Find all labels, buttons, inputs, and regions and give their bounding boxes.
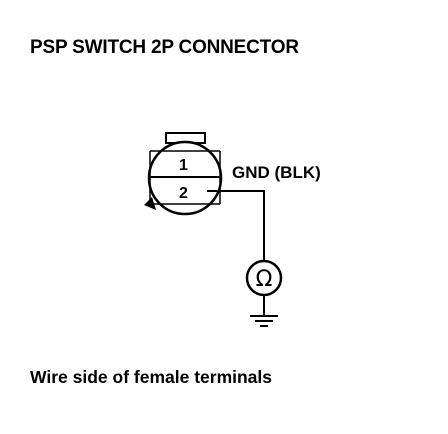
ground-icon (250, 315, 278, 327)
wire-label: GND (BLK) (232, 163, 321, 182)
diagram-caption: Wire side of female terminals (30, 367, 273, 387)
ohm-symbol: Ω (256, 267, 273, 292)
pin-2-label: 2 (179, 185, 188, 202)
diagram-title: PSP SWITCH 2P CONNECTOR (30, 37, 299, 58)
ground-wire (207, 190, 265, 260)
ohmmeter-icon: Ω (245, 259, 283, 297)
connector (144, 132, 223, 216)
pin-1-label: 1 (179, 157, 188, 174)
